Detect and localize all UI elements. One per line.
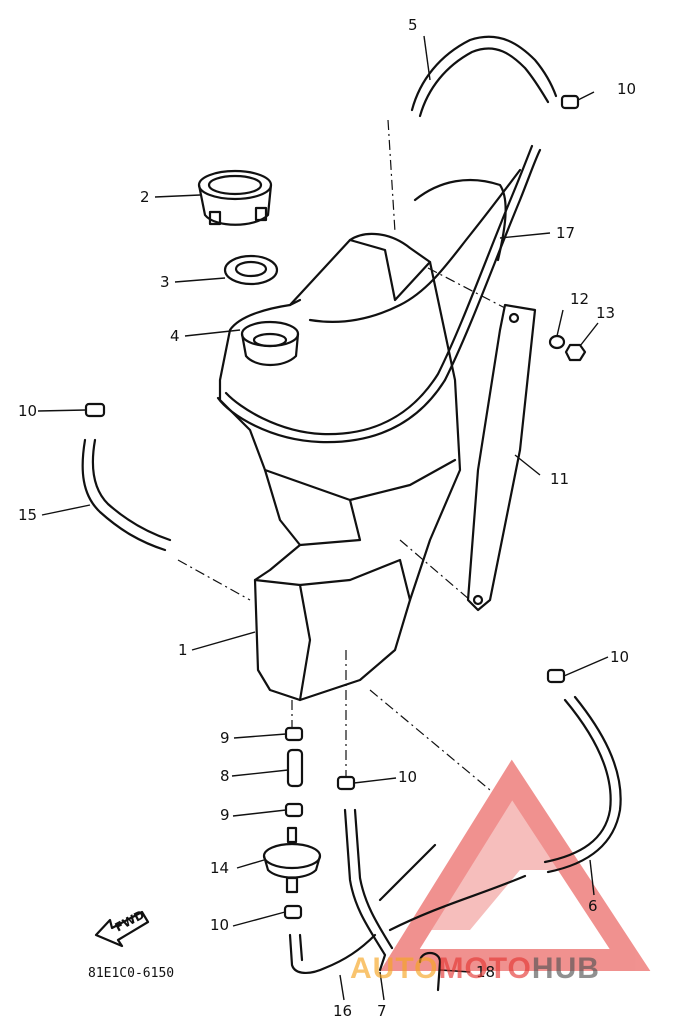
clamp-part-9-lower [284,802,304,818]
clamp-part-10-right [546,668,566,684]
clamp-part-18 [418,951,442,992]
cap-part-2 [197,169,273,226]
diagram-code: 81E1C0-6150 [88,966,175,981]
nut-part-13 [564,343,587,362]
label-part-4: 4 [170,327,180,345]
label-part-16: 16 [333,1002,353,1020]
clamp-part-10-left [84,402,106,418]
label-part-10-top: 10 [617,80,637,98]
label-part-6: 6 [588,897,598,915]
fwd-arrow-icon [94,910,150,948]
label-part-5: 5 [408,16,418,34]
pipe-part-8 [286,748,304,788]
clamp-part-10-top [560,94,580,110]
hose-part-6 [388,695,622,932]
label-part-10-right: 10 [610,648,630,666]
label-part-18: 18 [476,963,496,981]
label-part-12: 12 [570,290,590,308]
label-part-8: 8 [220,767,230,785]
clamp-part-10-mid [336,775,356,791]
reservoir-tank-part-1 [218,232,462,702]
clamp-part-10-lower [283,904,303,920]
clamp-part-9-upper [284,726,304,742]
valve-part-14 [262,826,322,894]
label-part-10-mid: 10 [398,768,418,786]
label-part-7: 7 [377,1002,387,1020]
bracket-part-11 [466,303,537,612]
label-part-17: 17 [556,224,576,242]
watermark-text-auto: AUTO [350,952,439,985]
label-part-9-lower: 9 [220,806,230,824]
overflow-pipe [216,144,542,444]
watermark-text-hub: HUB [531,952,600,985]
label-part-10-left: 10 [18,402,38,420]
label-part-13: 13 [596,304,616,322]
watermark-logo [380,759,651,971]
washer-part-12 [548,334,566,350]
leader-lines [37,35,609,1001]
hose-part-17 [308,168,522,323]
label-part-2: 2 [140,188,150,206]
hose-part-15 [81,438,172,552]
label-part-14: 14 [210,859,230,877]
label-part-9-upper: 9 [220,729,230,747]
hose-part-5 [410,35,558,118]
watermark-text: AUTOMOTOHUB [350,952,600,986]
label-part-11: 11 [550,470,570,488]
hose-part-7 [343,808,437,972]
assembly-lines [177,119,506,791]
label-part-1: 1 [178,641,188,659]
label-part-10-lower: 10 [210,916,230,934]
seal-part-3 [223,254,279,286]
label-part-3: 3 [160,273,170,291]
watermark-text-moto: MOTO [438,952,532,985]
hose-part-16 [288,933,377,974]
label-part-15: 15 [18,506,38,524]
